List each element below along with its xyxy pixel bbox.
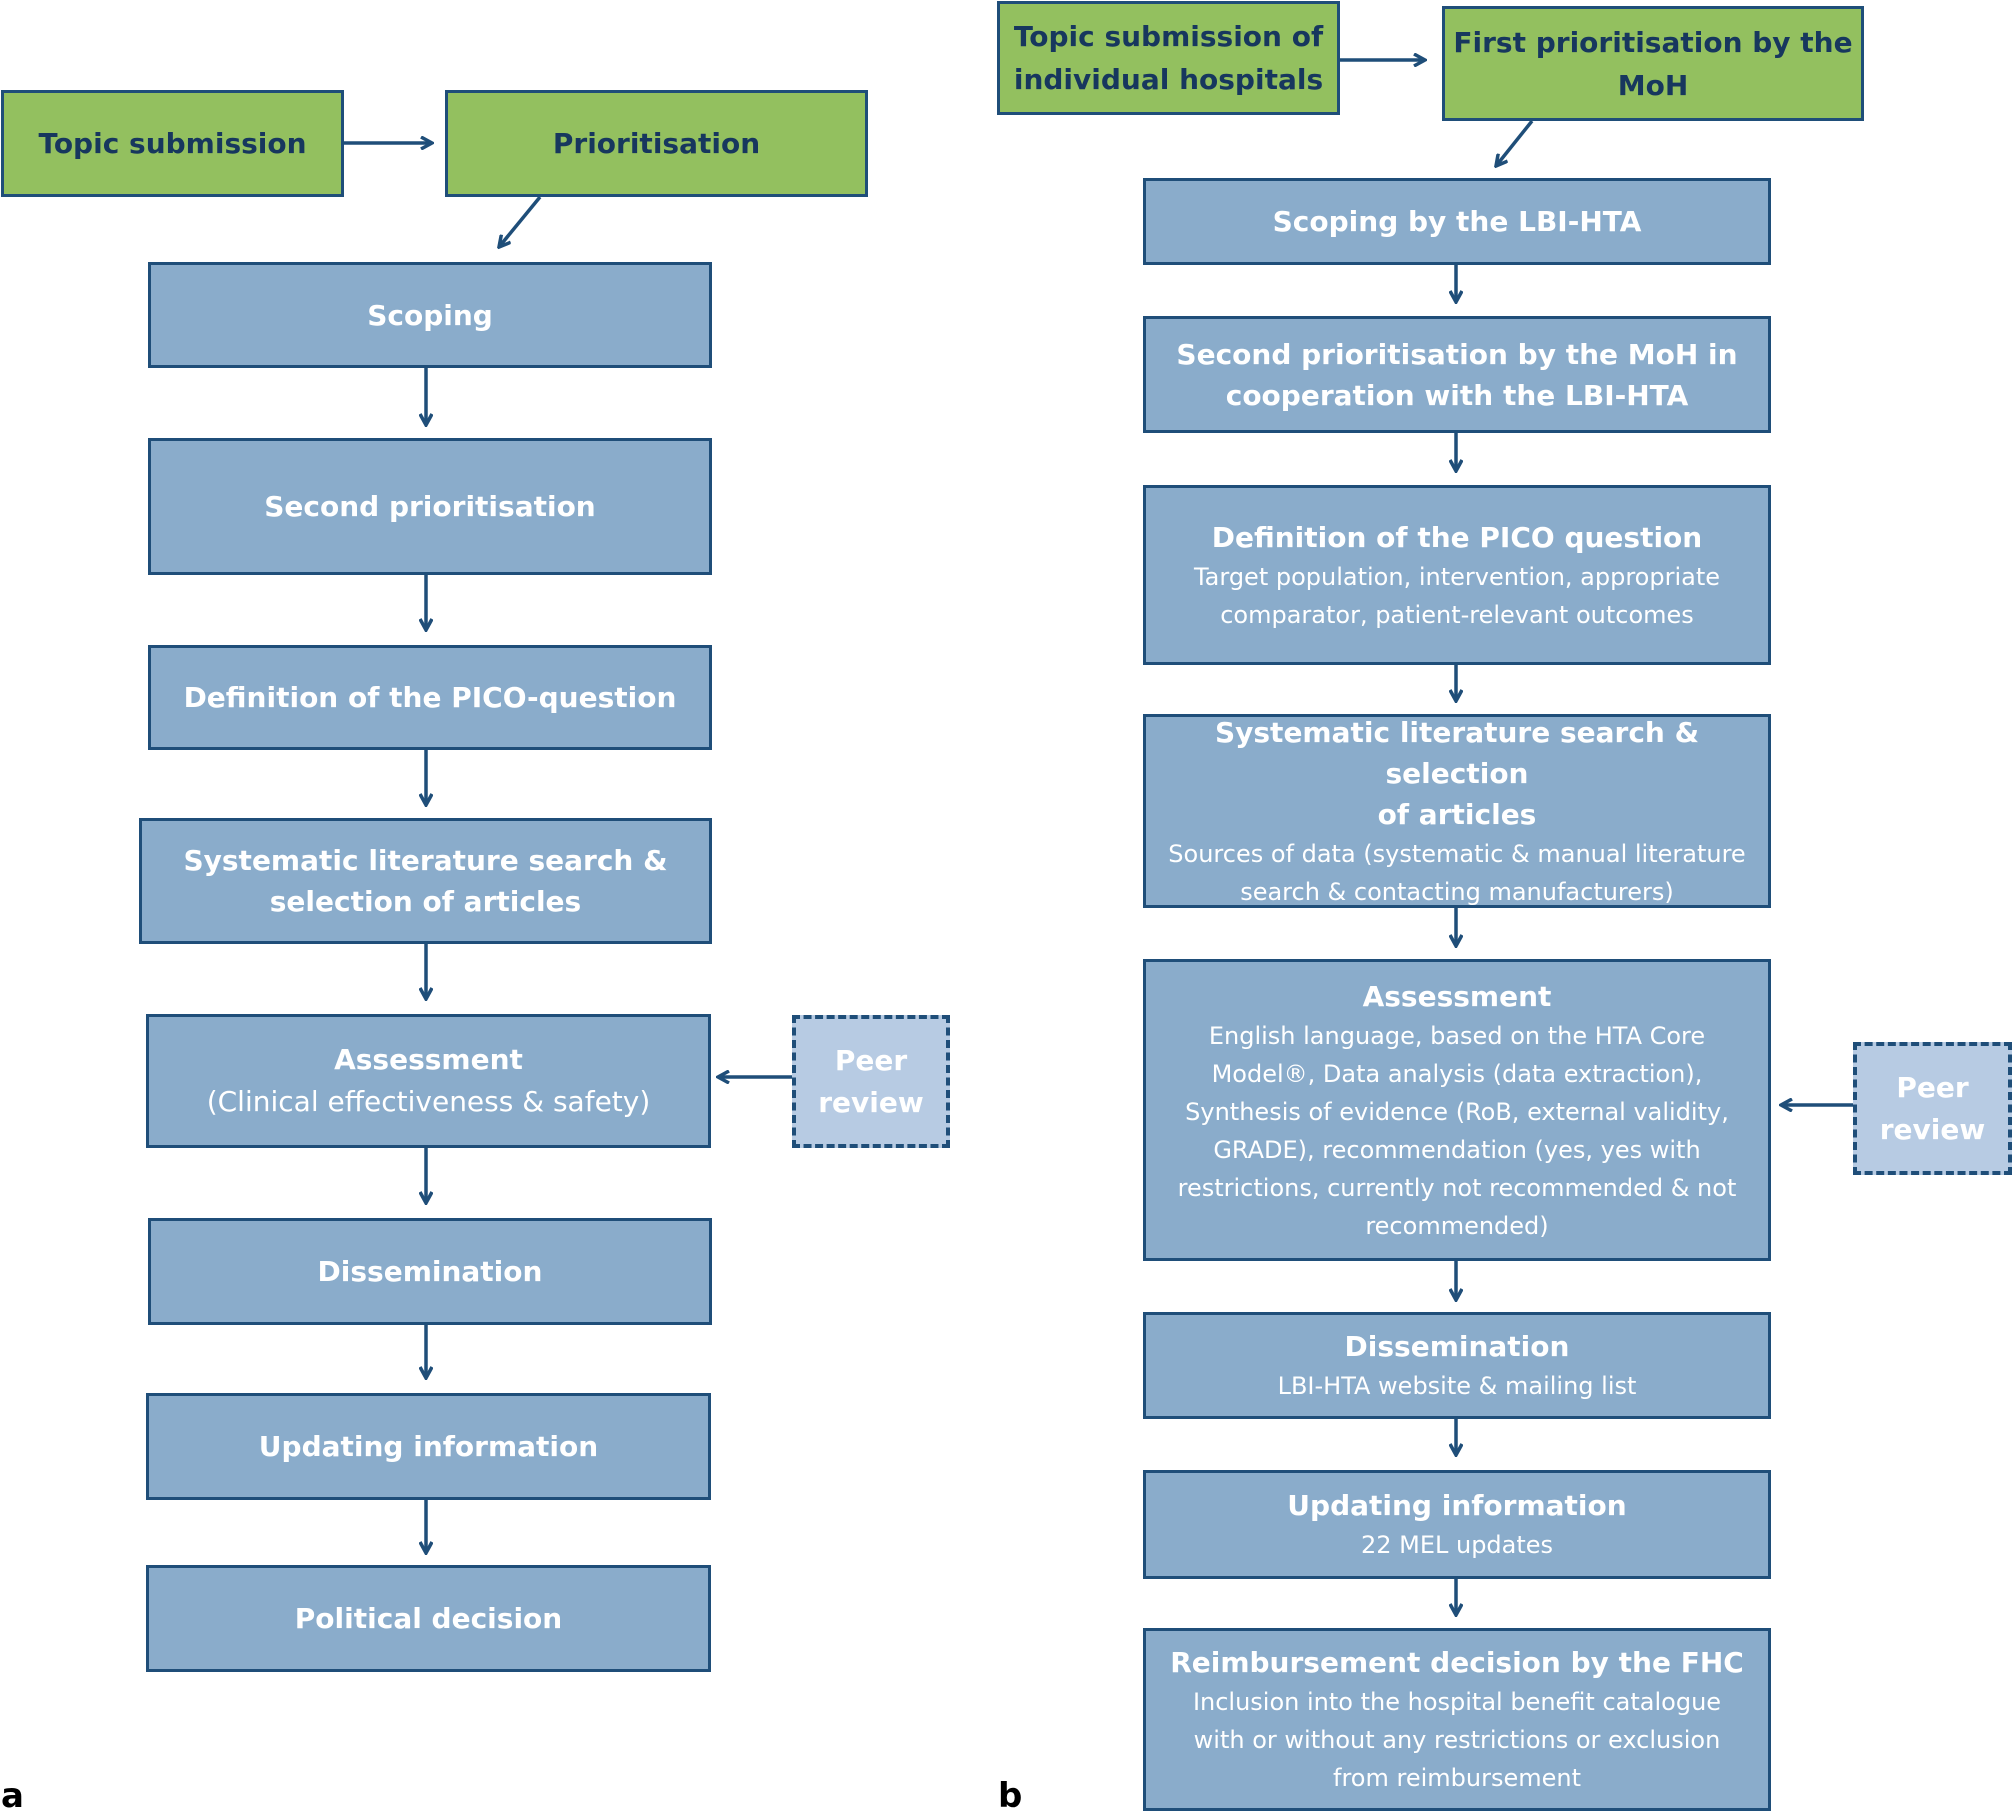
- b-peer-review-line2: review: [1879, 1112, 1986, 1146]
- b-lit-line2: search & contacting manufacturers): [1240, 877, 1674, 906]
- a-assessment-title: Assessment: [334, 1043, 523, 1076]
- a-dissemination-box: Dissemination: [148, 1218, 712, 1325]
- b-second-prioritisation-box: Second prioritisation by the MoH in coop…: [1143, 316, 1771, 433]
- b-pico-box: Definition of the PICO question Target p…: [1143, 485, 1771, 665]
- b-topic-line2: individual hospitals: [1013, 63, 1324, 96]
- b-assessment-line5: restrictions, currently not recommended …: [1177, 1173, 1737, 1202]
- a-second-prioritisation-label: Second prioritisation: [264, 490, 596, 523]
- b-pico-line1: Target population, intervention, appropr…: [1193, 562, 1721, 591]
- a-assessment-detail: (Clinical effectiveness & safety): [206, 1085, 651, 1118]
- b-reimb-line1: Inclusion into the hospital benefit cata…: [1192, 1688, 1722, 1716]
- a-topic-submission-label: Topic submission: [38, 127, 307, 160]
- a-prioritisation-box: Prioritisation: [445, 90, 868, 197]
- arrow-b-prio-to-scoping: [1496, 119, 1534, 166]
- b-peer-review-box: Peer review: [1853, 1042, 2012, 1175]
- a-dissemination-label: Dissemination: [317, 1255, 543, 1288]
- b-second-prio-line2: cooperation with the LBI-HTA: [1225, 378, 1689, 412]
- panel-b-label: b: [998, 1776, 1023, 1816]
- b-assessment-line2: Model®, Data analysis (data extraction),: [1211, 1059, 1703, 1088]
- b-topic-line1: Topic submission of: [1013, 20, 1324, 53]
- b-scoping-box: Scoping by the LBI-HTA: [1143, 178, 1771, 265]
- panel-a-label: a: [1, 1776, 24, 1816]
- b-second-prio-line1: Second prioritisation by the MoH in: [1176, 337, 1738, 371]
- b-reimb-line2: with or without any restrictions or excl…: [1193, 1726, 1721, 1754]
- a-second-prioritisation-box: Second prioritisation: [148, 438, 712, 575]
- b-reimb-title: Reimbursement decision by the FHC: [1170, 1646, 1744, 1679]
- a-topic-submission-box: Topic submission: [1, 90, 344, 197]
- b-updating-title: Updating information: [1287, 1489, 1627, 1522]
- b-pico-line2: comparator, patient-relevant outcomes: [1220, 600, 1694, 629]
- a-assessment-box: Assessment (Clinical effectiveness & saf…: [146, 1014, 711, 1148]
- b-updating-box: Updating information 22 MEL updates: [1143, 1470, 1771, 1579]
- a-peer-review-box: Peer review: [792, 1015, 950, 1148]
- arrow-a-prio-to-scoping: [499, 195, 542, 247]
- b-topic-submission-box: Topic submission of individual hospitals: [997, 1, 1340, 115]
- a-literature-box: Systematic literature search & selection…: [139, 818, 712, 944]
- b-assessment-line1: English language, based on the HTA Core: [1208, 1021, 1706, 1050]
- b-first-prioritisation-box: First prioritisation by the MoH: [1442, 6, 1864, 121]
- a-prioritisation-label: Prioritisation: [552, 127, 761, 160]
- b-pico-title: Definition of the PICO question: [1211, 520, 1703, 554]
- a-literature-line2: selection of articles: [269, 885, 582, 918]
- b-dissemination-box: Dissemination LBI-HTA website & mailing …: [1143, 1312, 1771, 1419]
- b-dissemination-title: Dissemination: [1344, 1330, 1570, 1363]
- b-reimbursement-box: Reimbursement decision by the FHC Inclus…: [1143, 1628, 1771, 1811]
- a-political-decision-box: Political decision: [146, 1565, 711, 1672]
- b-lit-line1: Sources of data (systematic & manual lit…: [1168, 839, 1746, 868]
- b-updating-detail: 22 MEL updates: [1360, 1531, 1554, 1559]
- b-first-prio-line1: First prioritisation by the: [1453, 25, 1853, 59]
- b-assessment-line4: GRADE), recommendation (yes, yes with: [1213, 1135, 1701, 1164]
- b-scoping-label: Scoping by the LBI-HTA: [1272, 205, 1642, 238]
- b-dissemination-detail: LBI-HTA website & mailing list: [1277, 1372, 1637, 1400]
- a-peer-review-line2: review: [818, 1085, 924, 1119]
- a-scoping-box: Scoping: [148, 262, 712, 368]
- a-political-decision-label: Political decision: [294, 1602, 563, 1635]
- b-assessment-line6: recommended): [1365, 1211, 1549, 1240]
- b-peer-review-line1: Peer: [1896, 1070, 1969, 1104]
- b-lit-title-line1: Systematic literature search & selection: [1214, 715, 1700, 790]
- a-peer-review-line1: Peer: [834, 1043, 908, 1077]
- a-updating-box: Updating information: [146, 1393, 711, 1500]
- a-scoping-label: Scoping: [367, 298, 493, 332]
- a-pico-label: Definition of the PICO-question: [183, 681, 677, 714]
- b-assessment-title: Assessment: [1362, 979, 1552, 1013]
- b-first-prio-line2: MoH: [1617, 68, 1689, 102]
- b-lit-title-line2: of articles: [1377, 797, 1537, 831]
- a-updating-label: Updating information: [258, 1430, 599, 1463]
- a-pico-box: Definition of the PICO-question: [148, 645, 712, 750]
- b-assessment-line3: Synthesis of evidence (RoB, external val…: [1185, 1097, 1729, 1126]
- b-assessment-box: Assessment English language, based on th…: [1143, 959, 1771, 1261]
- b-reimb-line3: from reimbursement: [1333, 1764, 1581, 1792]
- a-literature-line1: Systematic literature search &: [183, 844, 668, 877]
- b-literature-box: Systematic literature search & selection…: [1143, 714, 1771, 908]
